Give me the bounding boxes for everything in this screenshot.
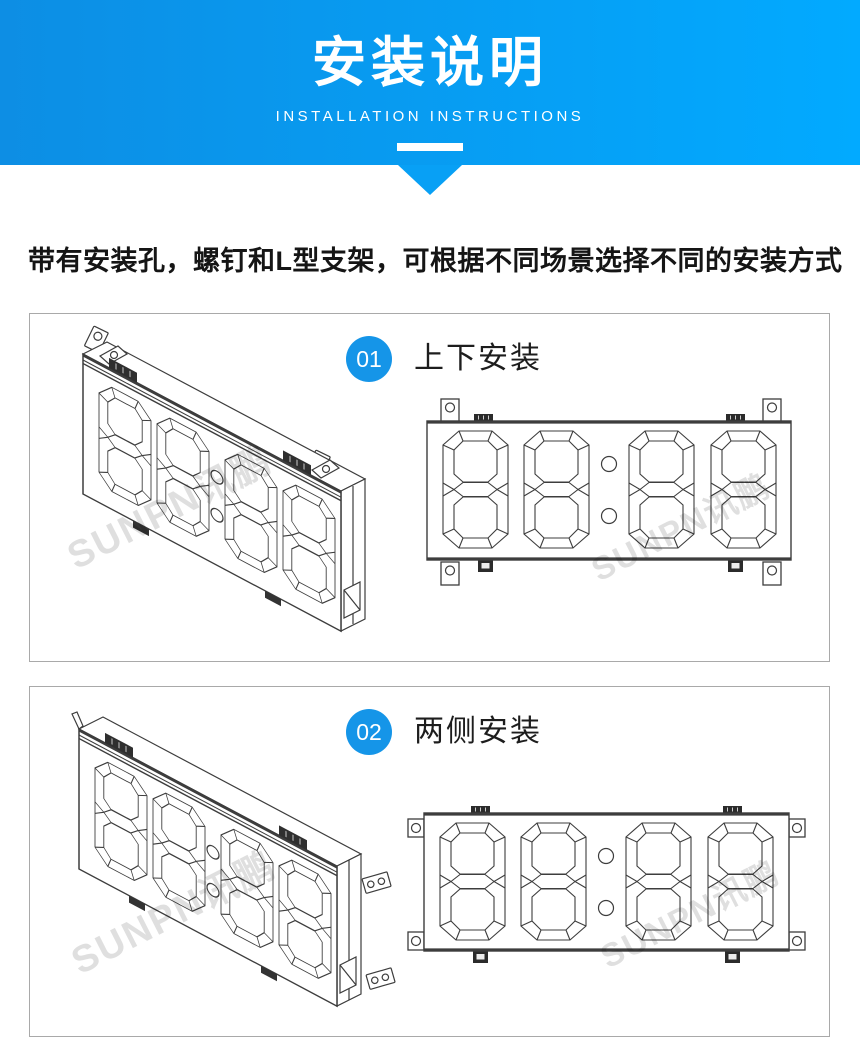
title-underline xyxy=(397,143,463,151)
section-top-bottom-install: SUNPN讯鹏 SUNPN讯鹏 xyxy=(29,313,830,662)
step-badge-02: 02 xyxy=(346,709,392,755)
page-subtitle: INSTALLATION INSTRUCTIONS xyxy=(275,108,585,125)
front-view-top-mount: SUNPN讯鹏 xyxy=(426,398,792,588)
step-number: 01 xyxy=(356,345,382,372)
panel1-drawings: SUNPN讯鹏 SUNPN讯鹏 xyxy=(61,325,792,633)
section-label-02: 两侧安装 xyxy=(414,715,542,748)
header-banner: 安装说明 INSTALLATION INSTRUCTIONS xyxy=(0,0,860,165)
isometric-view-top-mount: SUNPN讯鹏 xyxy=(61,325,367,633)
iso-front-face xyxy=(78,727,338,1008)
page-title: 安装说明 xyxy=(312,33,548,93)
section-side-install: SUNPN讯鹏 SUNPN讯鹏 xyxy=(29,686,830,1037)
banner-notch-arrow xyxy=(398,165,462,195)
intro-text: 带有安装孔，螺钉和L型支架，可根据不同场景选择不同的安装方式 xyxy=(28,246,843,276)
display-housing xyxy=(423,812,790,952)
step-number: 02 xyxy=(356,718,382,745)
isometric-view-side-mount: SUNPN讯鹏 xyxy=(65,711,396,1008)
step-badge-01: 01 xyxy=(346,336,392,382)
section-label-01: 上下安装 xyxy=(414,342,542,375)
panel2-drawings: SUNPN讯鹏 SUNPN讯鹏 xyxy=(65,711,806,1008)
iso-front-face xyxy=(82,352,342,633)
front-view-side-mount: SUNPN讯鹏 xyxy=(407,805,806,975)
